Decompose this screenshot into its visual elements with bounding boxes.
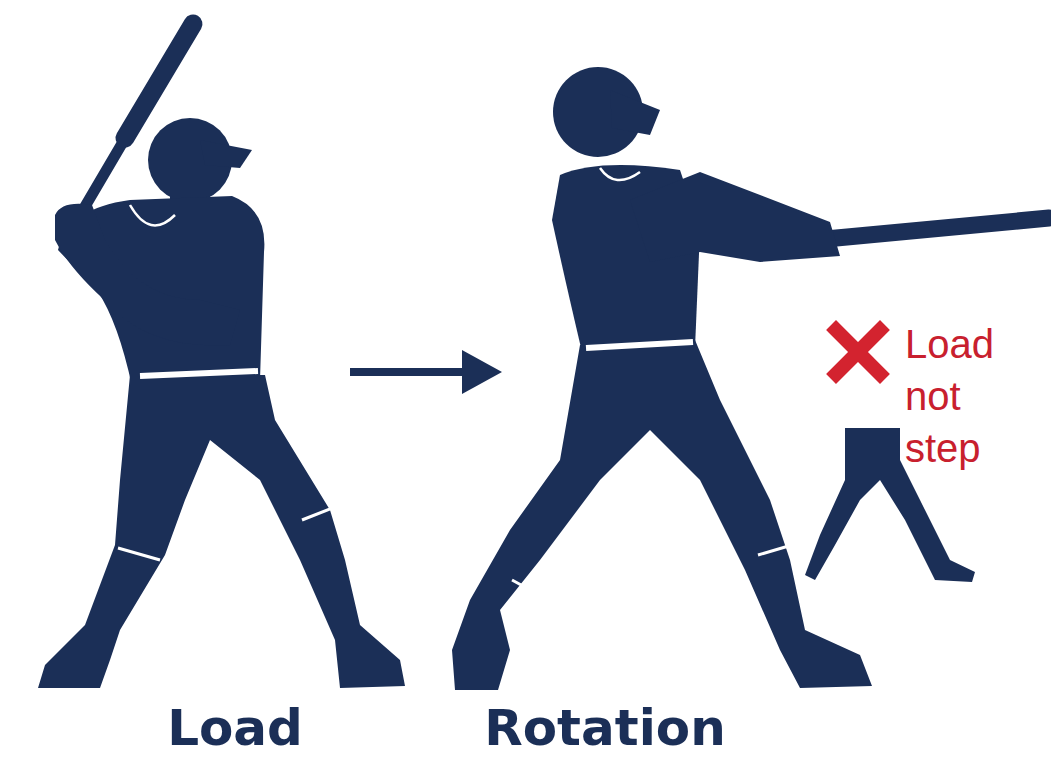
rotation-uniform-lines — [512, 168, 792, 598]
stage-label: Load — [167, 700, 303, 758]
warning-note-holder: Load not step — [905, 318, 994, 474]
stage-label: Rotation — [484, 700, 725, 758]
load-uniform-lines — [118, 205, 340, 560]
sequence-arrow — [350, 350, 502, 394]
stage-label-holder: Load — [167, 700, 303, 758]
rotation-batter — [452, 67, 1049, 690]
load-batter — [38, 24, 405, 688]
warning-note: Load not step — [905, 318, 994, 474]
wrong-mark — [836, 330, 880, 374]
stage-label-holder: Rotation — [484, 700, 725, 758]
